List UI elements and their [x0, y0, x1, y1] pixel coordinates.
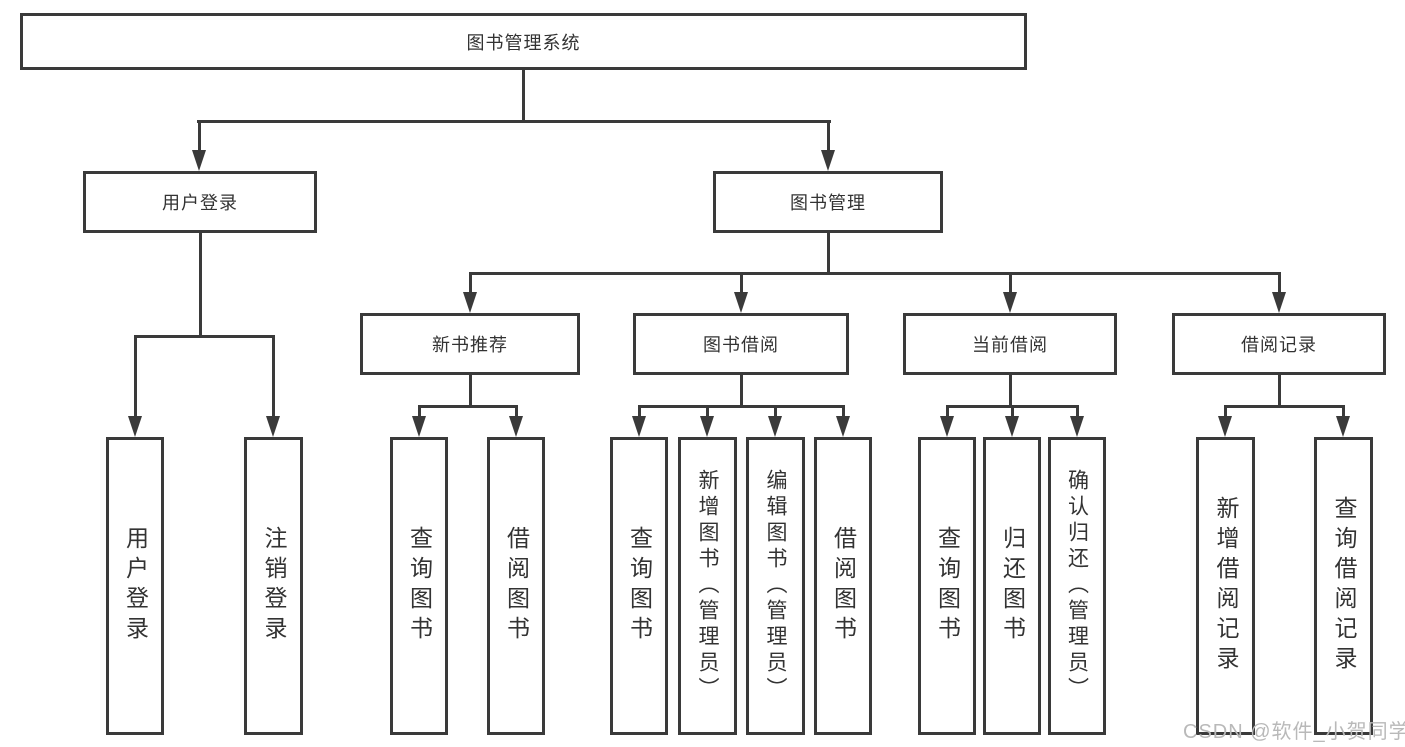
- node-label: 新增借阅记录: [1213, 496, 1239, 676]
- node-label: 编辑图书（管理员）: [764, 469, 787, 703]
- connector-vline: [740, 272, 743, 293]
- arrowhead-down: [1218, 416, 1232, 437]
- connector-vline: [469, 375, 472, 405]
- leaf-query-books-borrowing: 查询图书: [610, 437, 668, 735]
- node-borrowing-records: 借阅记录: [1172, 313, 1386, 375]
- arrowhead-down: [821, 150, 835, 171]
- connector-vline: [946, 405, 949, 417]
- node-label: 查询图书: [406, 526, 433, 646]
- connector-vline: [418, 405, 421, 417]
- node-label: 确认归还（管理员）: [1065, 469, 1089, 703]
- node-user-login: 用户登录: [83, 171, 317, 233]
- connector-vline: [1342, 405, 1345, 417]
- connector-vline: [774, 405, 777, 417]
- connector-vline: [134, 335, 137, 417]
- connector-hline: [638, 405, 845, 408]
- connector-hline: [418, 405, 518, 408]
- connector-vline: [706, 405, 709, 417]
- node-current-borrowing: 当前借阅: [903, 313, 1117, 375]
- connector-vline: [1009, 375, 1012, 405]
- connector-hline: [1224, 405, 1345, 408]
- arrowhead-down: [412, 416, 426, 437]
- arrowhead-down: [836, 416, 850, 437]
- arrowhead-down: [632, 416, 646, 437]
- node-label: 注销登录: [261, 526, 287, 646]
- arrowhead-down: [192, 150, 206, 171]
- leaf-return-books: 归还图书: [983, 437, 1041, 735]
- connector-vline: [827, 233, 830, 272]
- arrowhead-down: [128, 416, 142, 437]
- connector-vline: [515, 405, 518, 417]
- arrowhead-down: [700, 416, 714, 437]
- arrowhead-down: [463, 292, 477, 313]
- connector-vline: [272, 335, 275, 417]
- node-label: 用户登录: [162, 193, 238, 213]
- leaf-query-books-recommend: 查询图书: [390, 437, 448, 735]
- node-book-borrowing: 图书借阅: [633, 313, 849, 375]
- node-label: 查询借阅记录: [1331, 496, 1357, 676]
- connector-vline: [1224, 405, 1227, 417]
- connector-vline: [638, 405, 641, 417]
- leaf-borrow-books-recommend: 借阅图书: [487, 437, 545, 735]
- node-label: 查询图书: [626, 526, 653, 646]
- leaf-add-borrow-record: 新增借阅记录: [1196, 437, 1255, 735]
- arrowhead-down: [1336, 416, 1350, 437]
- node-label: 借阅记录: [1241, 335, 1317, 355]
- node-label: 用户登录: [122, 526, 149, 646]
- node-library-management-system: 图书管理系统: [20, 13, 1027, 70]
- node-label: 新增图书（管理员）: [696, 469, 719, 703]
- node-label: 图书管理: [790, 193, 866, 213]
- node-label: 图书管理系统: [466, 32, 581, 53]
- connector-vline: [522, 70, 525, 120]
- node-label: 新书推荐: [432, 335, 508, 355]
- arrowhead-down: [509, 416, 523, 437]
- watermark: CSDN @软件_小贺同学: [1183, 721, 1405, 743]
- arrowhead-down: [1070, 416, 1084, 437]
- node-new-book-recommendation: 新书推荐: [360, 313, 580, 375]
- connector-hline: [134, 335, 275, 338]
- connector-vline: [842, 405, 845, 417]
- connector-vline: [469, 272, 472, 293]
- leaf-edit-books-admin: 编辑图书（管理员）: [746, 437, 805, 735]
- leaf-borrow-books-borrowing: 借阅图书: [814, 437, 872, 735]
- connector-vline: [198, 120, 201, 151]
- leaf-add-books-admin: 新增图书（管理员）: [678, 437, 737, 735]
- connector-vline: [199, 233, 202, 335]
- node-label: 借阅图书: [503, 526, 530, 646]
- node-book-management: 图书管理: [713, 171, 943, 233]
- connector-vline: [1278, 272, 1281, 293]
- node-label: 查询图书: [934, 526, 961, 646]
- connector-hline: [197, 120, 831, 123]
- node-label: 当前借阅: [972, 335, 1048, 355]
- connector-vline: [827, 120, 830, 151]
- arrowhead-down: [768, 416, 782, 437]
- leaf-user-login: 用户登录: [106, 437, 164, 735]
- arrowhead-down: [940, 416, 954, 437]
- leaf-query-borrow-record: 查询借阅记录: [1314, 437, 1373, 735]
- node-label: 图书借阅: [703, 335, 779, 355]
- arrowhead-down: [1272, 292, 1286, 313]
- node-label: 归还图书: [999, 526, 1026, 646]
- node-label: 借阅图书: [830, 526, 857, 646]
- arrowhead-down: [1005, 416, 1019, 437]
- connector-vline: [1009, 272, 1012, 293]
- connector-vline: [1076, 405, 1079, 417]
- connector-vline: [740, 375, 743, 405]
- connector-vline: [1011, 405, 1014, 417]
- connector-vline: [1278, 375, 1281, 405]
- leaf-query-books-current: 查询图书: [918, 437, 976, 735]
- arrowhead-down: [266, 416, 280, 437]
- arrowhead-down: [734, 292, 748, 313]
- leaf-confirm-return-admin: 确认归还（管理员）: [1048, 437, 1106, 735]
- connector-hline: [469, 272, 1281, 275]
- arrowhead-down: [1003, 292, 1017, 313]
- leaf-logout: 注销登录: [244, 437, 303, 735]
